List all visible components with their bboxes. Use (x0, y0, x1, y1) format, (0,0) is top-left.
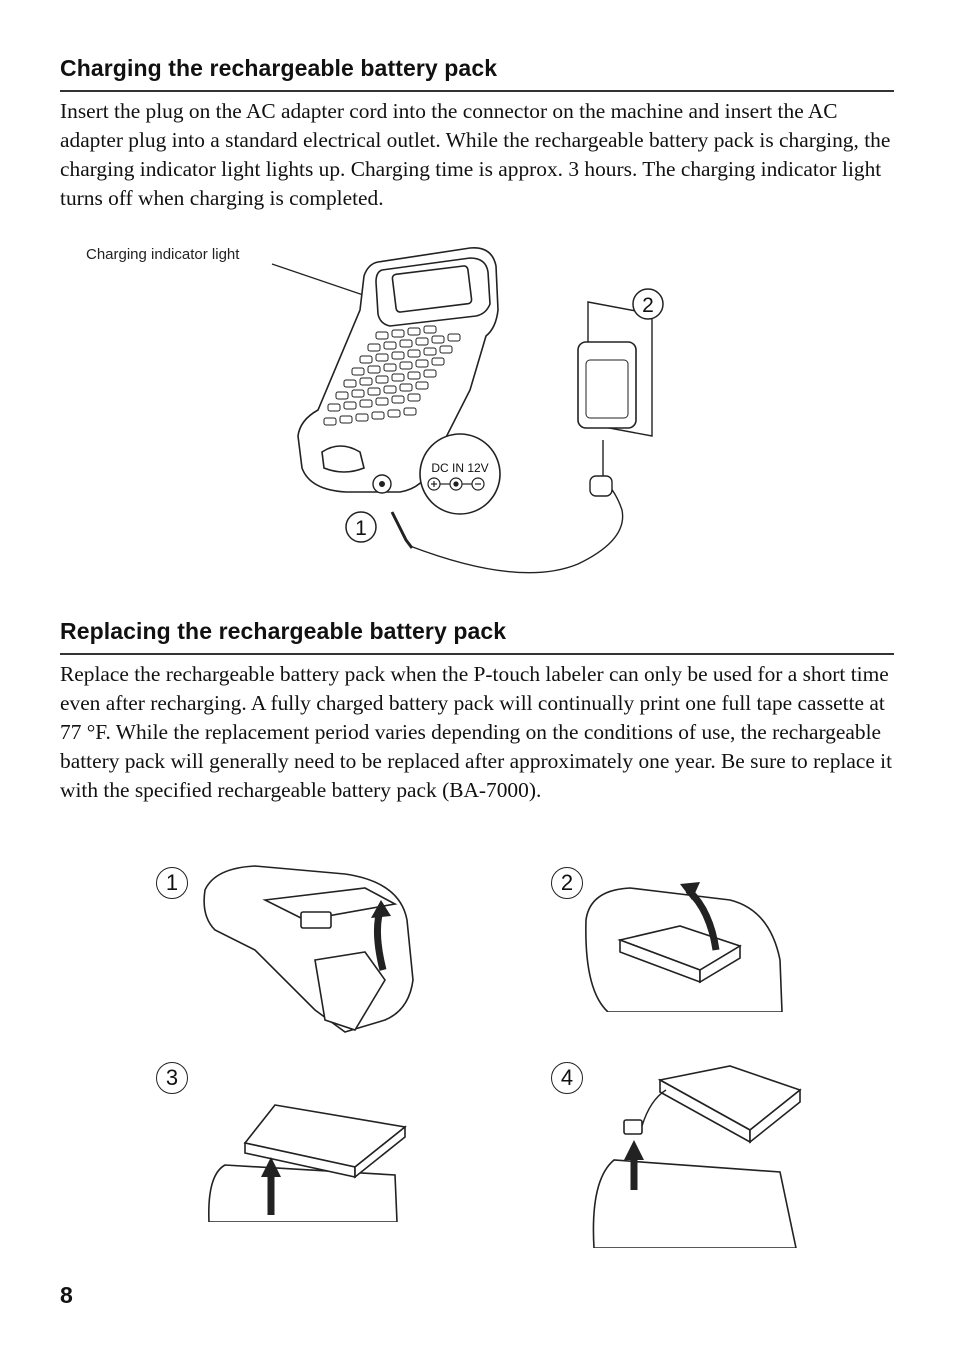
replace-step-4-number: 4 (551, 1062, 583, 1094)
charging-paragraph: Insert the plug on the AC adapter cord i… (60, 99, 891, 210)
replace-step-1-number: 1 (156, 867, 188, 899)
replace-step-1-illustration (203, 865, 414, 1033)
labeler-device-drawing (297, 247, 499, 493)
replace-step-3-illustration (208, 1104, 407, 1222)
replace-step-2-number: 2 (551, 867, 583, 899)
heading-rule (60, 653, 894, 655)
section-heading-charging: Charging the rechargeable battery pack (60, 55, 498, 81)
replace-step-3-number: 3 (156, 1062, 188, 1094)
dc-in-label: DC IN 12V (431, 461, 488, 475)
replace-step-2-illustration (585, 882, 783, 1012)
replacing-paragraph: Replace the rechargeable battery pack wh… (60, 662, 893, 802)
step-1-number: 1 (355, 517, 367, 540)
step-2-number: 2 (642, 294, 654, 317)
page-number: 8 (60, 1282, 73, 1308)
replace-step-4-illustration (592, 1065, 802, 1248)
charging-indicator-callout: Charging indicator light (86, 246, 240, 263)
heading-rule (60, 90, 894, 92)
charging-illustration: DC IN 12V 1 2 (271, 247, 664, 574)
section-heading-replacing: Replacing the rechargeable battery pack (60, 618, 507, 644)
